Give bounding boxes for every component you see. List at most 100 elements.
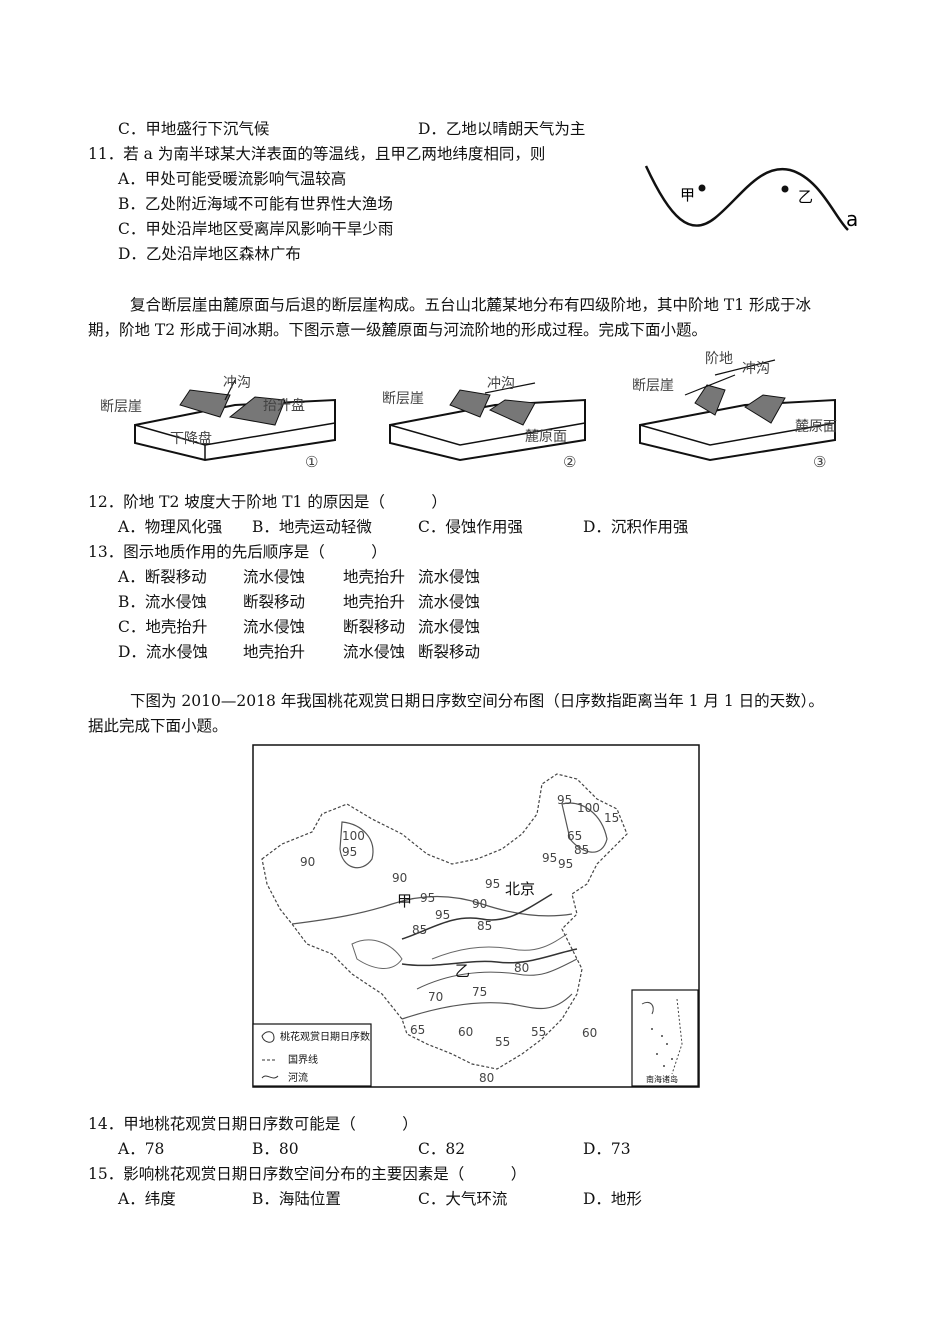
contour-label: 65 (567, 829, 582, 843)
contour-label: 80 (479, 1071, 494, 1085)
q13-a-3: 地壳抬升 (343, 568, 406, 586)
panel3-pediment-label: 麓原面 (795, 419, 837, 435)
q13-c-1: C．地壳抬升 (118, 618, 208, 636)
q14-option-a: A．78 (118, 1140, 165, 1158)
q12-option-d: D．沉积作用强 (583, 518, 689, 536)
q13-b-3: 地壳抬升 (343, 593, 406, 611)
map-legend: 桃花观赏日期日序数 国界线 河流 (252, 1023, 372, 1087)
isoline-legend-icon (261, 1031, 275, 1043)
q11-option-a: A．甲处可能受暖流影响气温较高 (118, 170, 347, 188)
contour-label: 65 (410, 1023, 425, 1037)
contour-label: 100 (342, 829, 365, 843)
q12-option-b: B．地壳运动轻微 (252, 518, 372, 536)
river-legend-icon (261, 1075, 279, 1079)
panel2-scarp-label: 断层崖 (382, 391, 424, 407)
q12-stem: 12．阶地 T2 坡度大于阶地 T1 的原因是（ ） (88, 493, 447, 511)
panel1-upthrown-label: 抬升盘 (263, 397, 305, 414)
contour-label: 90 (300, 855, 315, 869)
inset-label: 南海诸岛 (646, 1074, 678, 1084)
contour-line (416, 958, 578, 990)
q13-d-1: D．流水侵蚀 (118, 643, 208, 661)
panel3-scarp-label: 断层崖 (632, 378, 674, 394)
contour-label: 95 (558, 857, 573, 871)
q15-option-c: C．大气环流 (418, 1190, 508, 1208)
q13-d-3: 流水侵蚀 (343, 643, 406, 661)
passage2-line1: 下图为 2010—2018 年我国桃花观赏日期日序数空间分布图（日序数指距离当年… (130, 692, 824, 710)
q13-b-2: 断裂移动 (243, 593, 306, 611)
contour-label: 90 (392, 871, 407, 885)
q14-stem: 14．甲地桃花观赏日期日序数可能是（ ） (88, 1115, 418, 1133)
contour-label: 75 (472, 985, 487, 999)
place-beijing: 北京 (505, 880, 535, 898)
q12-option-c: C．侵蚀作用强 (418, 518, 523, 536)
label-yi: 乙 (798, 188, 813, 206)
point-jia (698, 184, 706, 192)
q13-b-4: 流水侵蚀 (418, 593, 481, 611)
q15-option-a: A．纬度 (118, 1190, 176, 1208)
panel3-gully-label: 冲沟 (742, 361, 770, 377)
contour-label: 85 (574, 843, 589, 857)
label-a: a (846, 207, 858, 231)
q13-b-1: B．流水侵蚀 (118, 593, 207, 611)
isotherm-line-a (644, 165, 849, 231)
legend-border: 国界线 (288, 1053, 318, 1066)
panel2-number: ② (563, 453, 576, 471)
passage1-line2: 期，阶地 T2 形成于间冰期。下图示意一级麓原面与河流阶地的形成过程。完成下面小… (88, 321, 708, 339)
q11-option-b: B．乙处附近海域不可能有世界性大渔场 (118, 195, 393, 213)
contour-label: 85 (477, 919, 492, 933)
panel2-pediment-label: 麓原面 (525, 429, 567, 445)
q14-option-b: B．80 (252, 1140, 299, 1158)
panel3-terrace-label: 阶地 (705, 351, 733, 367)
contour-label: 80 (514, 961, 529, 975)
q11-option-c: C．甲处沿岸地区受离岸风影响干旱少雨 (118, 220, 394, 238)
contour-label: 85 (412, 923, 427, 937)
contour-line (561, 802, 608, 853)
contour-label: 90 (472, 897, 487, 911)
q11-stem: 11．若 a 为南半球某大洋表面的等温线，且甲乙两地纬度相同，则 (88, 145, 546, 163)
passage1-line1: 复合断层崖由麓原面与后退的断层崖构成。五台山北麓某地分布有四级阶地，其中阶地 T… (130, 296, 812, 314)
isotherm-figure: 甲 乙 a (644, 165, 858, 231)
contour-line (339, 821, 374, 869)
label-jia: 甲 (680, 186, 695, 204)
point-yi (781, 185, 789, 193)
legend-isoline: 桃花观赏日期日序数 (280, 1030, 370, 1043)
panel1-scarp-label: 断层崖 (100, 399, 142, 415)
contour-label: 55 (531, 1025, 546, 1039)
q13-c-3: 断裂移动 (343, 618, 406, 636)
q10-option-d: D．乙地以晴朗天气为主 (418, 120, 586, 138)
panel1-downthrown-label: 下降盘 (170, 430, 212, 447)
q13-d-2: 地壳抬升 (243, 643, 306, 661)
place-yi: 乙 (455, 962, 470, 980)
contour-label: 15 (604, 811, 619, 825)
contour-label: 100 (577, 801, 600, 815)
contour-label: 60 (582, 1026, 597, 1040)
contour-line (351, 939, 403, 969)
panel-3: 阶地 冲沟 断层崖 麓原面 ③ (632, 351, 837, 471)
q13-stem: 13．图示地质作用的先后顺序是（ ） (88, 543, 387, 561)
q13-d-4: 断裂移动 (418, 643, 481, 661)
panel2-gully-label: 冲沟 (487, 376, 515, 392)
peach-blossom-map: 甲 乙 北京 95 100 15 100 95 90 65 85 95 95 9… (252, 744, 700, 1088)
river-yangtze (401, 948, 578, 967)
contour-line (291, 895, 573, 925)
q13-a-4: 流水侵蚀 (418, 568, 481, 586)
south-china-sea-inset: 南海诸岛 (631, 989, 699, 1087)
contour-label: 95 (485, 877, 500, 891)
panel-2: 断层崖 冲沟 麓原面 ② (382, 376, 586, 471)
china-border (261, 773, 628, 1070)
panel-1: 断层崖 冲沟 抬升盘 下降盘 ① (100, 375, 336, 471)
q15-stem: 15．影响桃花观赏日期日序数空间分布的主要因素是（ ） (88, 1165, 527, 1183)
contour-line (401, 993, 573, 1020)
q14-option-d: D．73 (583, 1140, 631, 1158)
place-jia: 甲 (397, 892, 412, 910)
panel3-number: ③ (813, 453, 826, 471)
contour-line (431, 933, 568, 960)
contour-label: 95 (557, 793, 572, 807)
passage2-line2: 据此完成下面小题。 (88, 717, 228, 735)
contour-label: 95 (342, 845, 357, 859)
q11-option-d: D．乙处沿岸地区森林广布 (118, 245, 301, 263)
river-yellow (401, 893, 553, 940)
panel1-gully-label: 冲沟 (223, 375, 251, 391)
contour-label: 95 (542, 851, 557, 865)
contour-label: 60 (458, 1025, 473, 1039)
